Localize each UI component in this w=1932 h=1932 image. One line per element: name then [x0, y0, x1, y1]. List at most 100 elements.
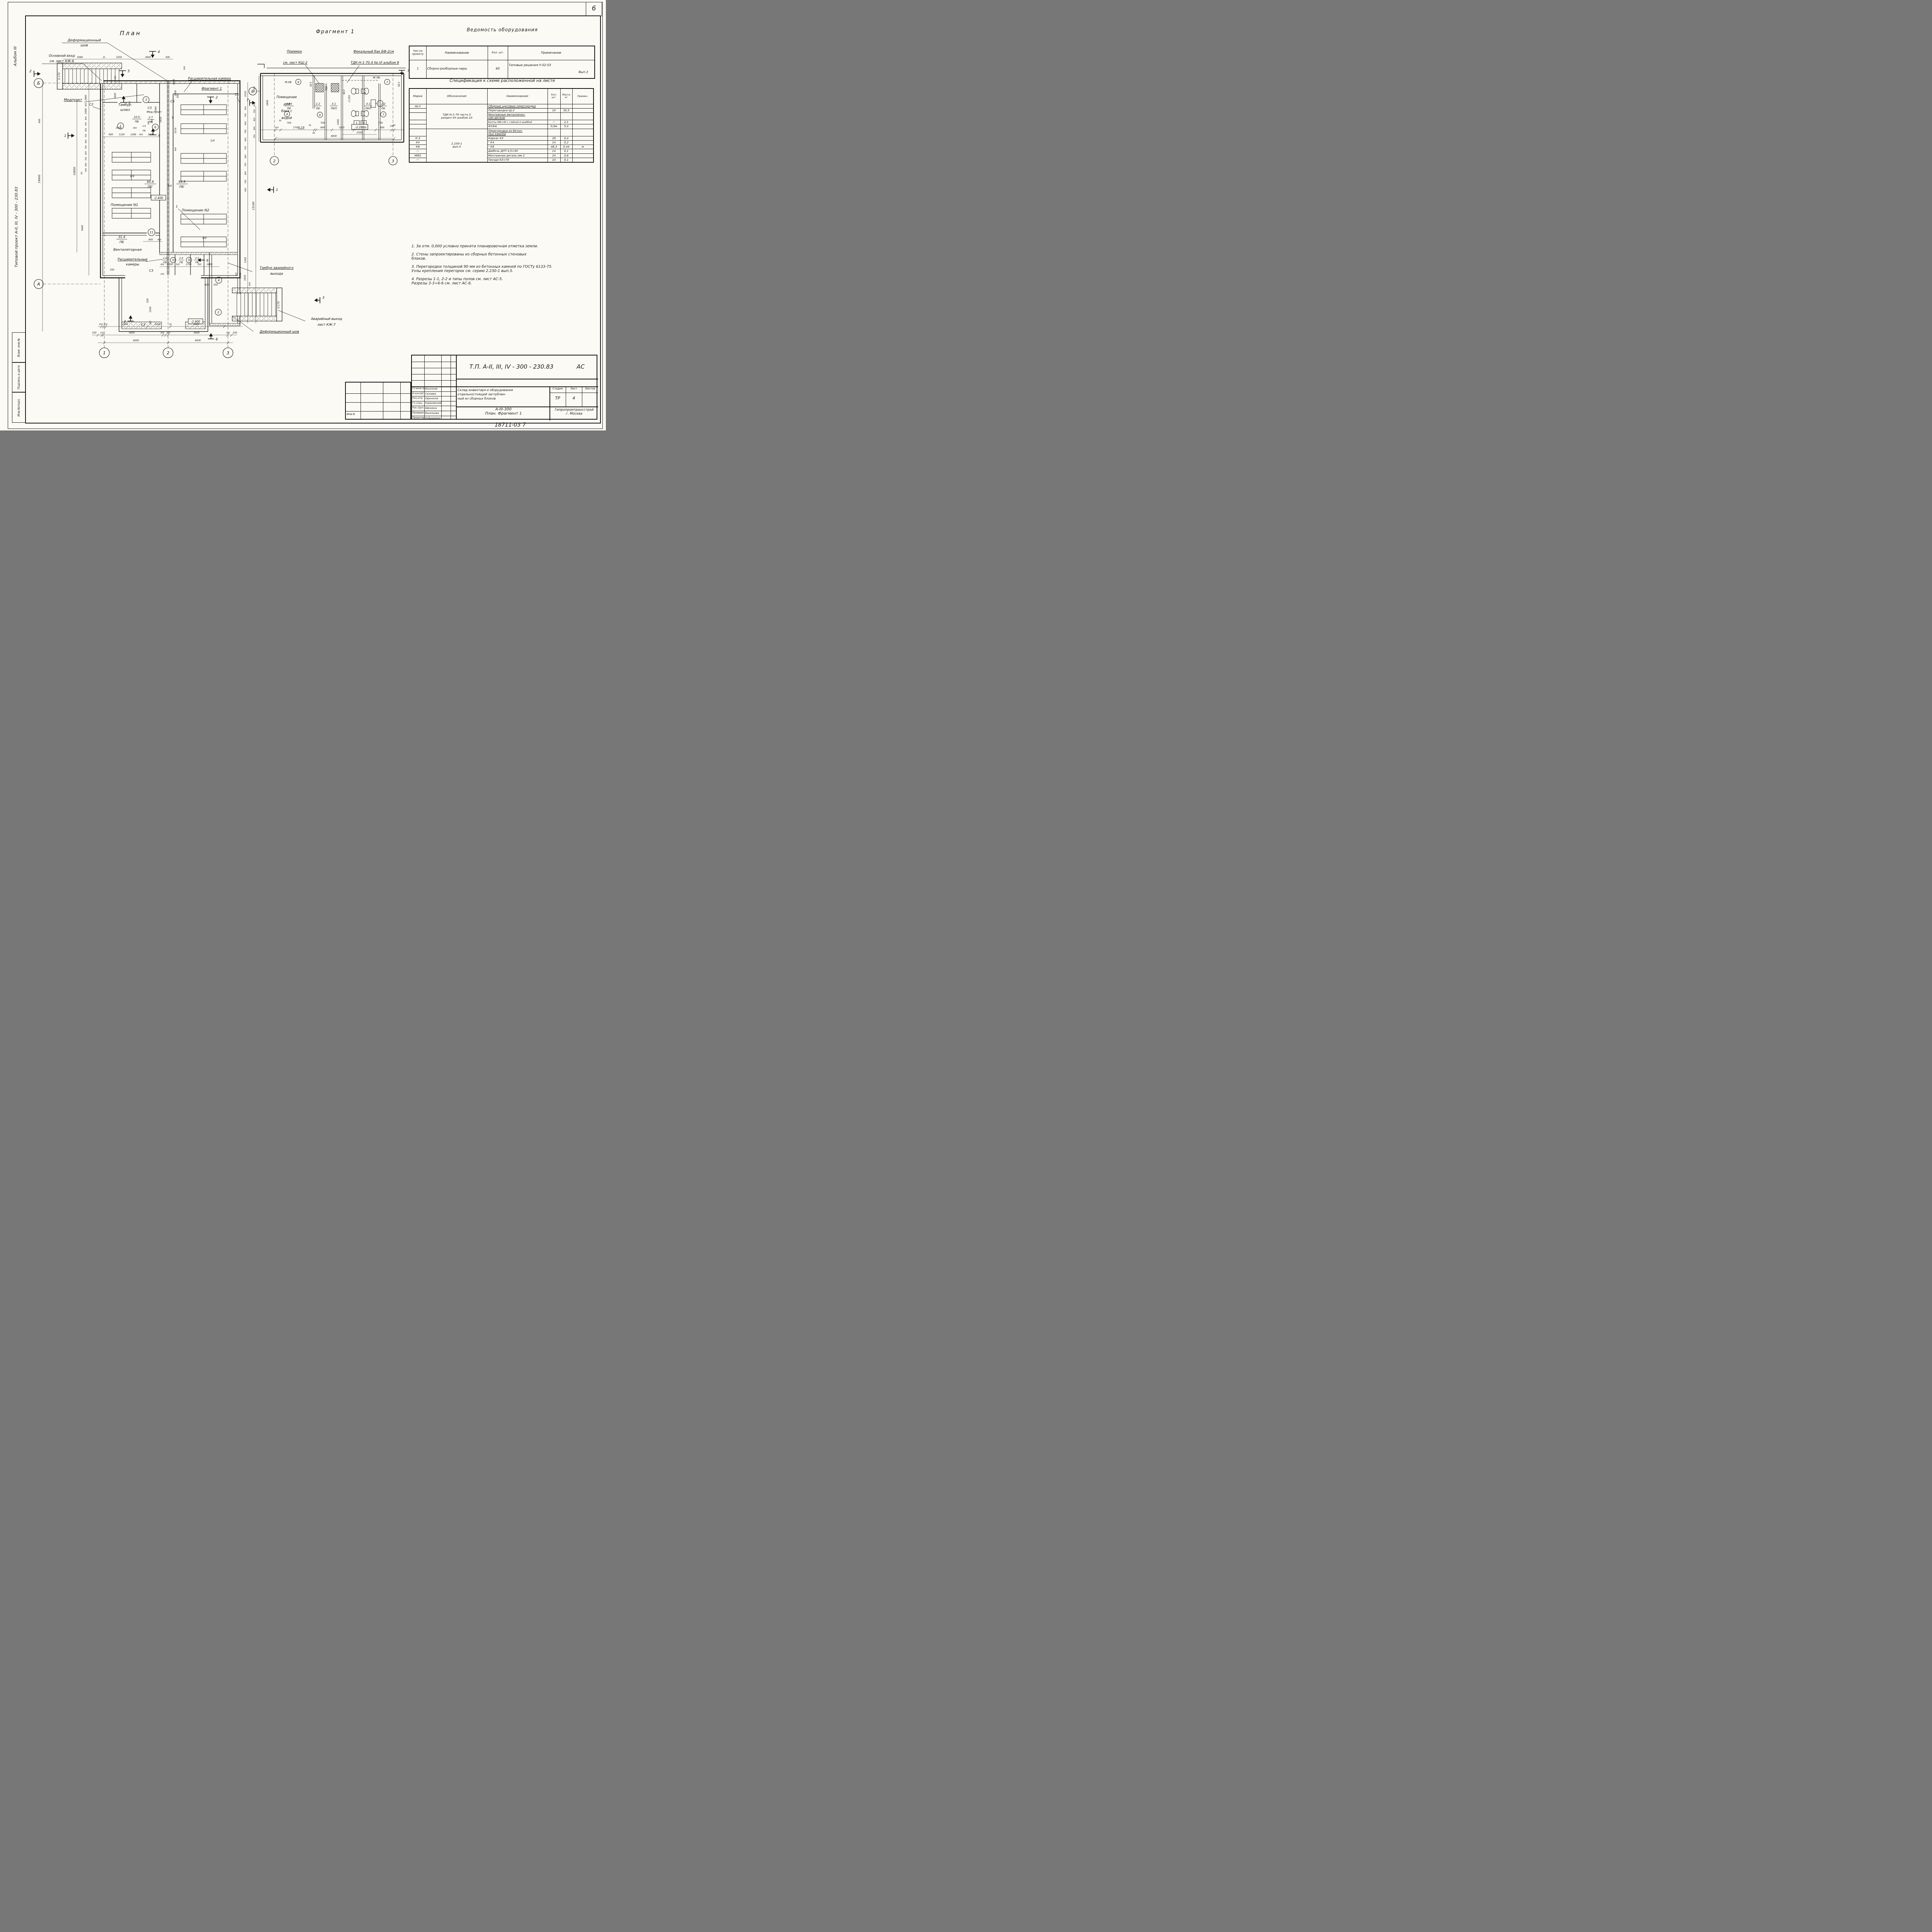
- svg-text:М.УБ: М.УБ: [285, 81, 292, 84]
- svg-text:3250: 3250: [116, 56, 122, 59]
- svg-text:500: 500: [146, 298, 149, 303]
- svg-text:5: 5: [172, 259, 174, 262]
- svg-text:1/4: 1/4: [210, 139, 214, 142]
- spec-cell: 30,5: [560, 108, 573, 113]
- spec-cell: Каркас К3: [487, 136, 548, 141]
- svg-text:3400: 3400: [116, 127, 121, 129]
- svg-text:700: 700: [378, 122, 383, 124]
- svg-text:Б: Б: [252, 90, 254, 94]
- rail-box-vzam-label: Взам. инв.№: [17, 338, 20, 357]
- spec-cell: 0,1: [560, 149, 573, 154]
- svg-text:350: 350: [92, 332, 97, 334]
- plan-axes: [34, 78, 233, 358]
- svg-text:Помещение: Помещение: [277, 95, 297, 99]
- svg-text:900: 900: [253, 117, 256, 121]
- svg-text:700: 700: [253, 109, 256, 113]
- svg-text:1560: 1560: [155, 106, 157, 112]
- svg-text:10850: 10850: [73, 167, 76, 175]
- svg-text:3: 3: [124, 320, 126, 324]
- svg-text:5600: 5600: [81, 225, 84, 231]
- svg-text:2.7: 2.7: [148, 116, 153, 119]
- svg-text:3: 3: [322, 296, 325, 300]
- svg-text:6000: 6000: [331, 135, 337, 138]
- svg-text:выхода: выхода: [270, 272, 283, 276]
- eq-note-line2: Вып.3: [578, 70, 588, 74]
- svg-text:150: 150: [100, 332, 104, 334]
- plan-elevation-marks: -2.400 -2.400: [151, 195, 203, 324]
- svg-text:700: 700: [245, 180, 247, 184]
- tb-name: Одиноков: [425, 397, 438, 400]
- svg-text:4.80: 4.80: [286, 102, 292, 105]
- plan-title: План: [120, 30, 141, 37]
- tb-role: Проверил: [412, 412, 425, 414]
- svg-text:950: 950: [148, 238, 153, 241]
- spec-cell: Дюбель ДГП 4,5×50: [487, 149, 548, 154]
- svg-text:см. лист КШ-2: см. лист КШ-2: [283, 61, 307, 65]
- svg-text:700: 700: [85, 122, 87, 126]
- svg-text:300: 300: [197, 264, 201, 266]
- svg-text:900: 900: [85, 139, 87, 143]
- svg-text:500: 500: [177, 94, 179, 98]
- svg-text:Щ-2: Щ-2: [310, 82, 312, 87]
- svg-text:50: 50: [309, 124, 311, 127]
- spec-cell: [572, 120, 594, 125]
- spec-cell: 0,1: [560, 157, 573, 163]
- spec-header: Примеч.: [572, 88, 594, 104]
- spec-cell: " К4: [487, 140, 548, 145]
- spec-cell: 28: [547, 136, 561, 141]
- spec-cell: 2,1: [560, 120, 573, 125]
- svg-text:2.2: 2.2: [316, 102, 320, 105]
- rail-box-inv: Инв.№подл.: [12, 392, 26, 423]
- svg-text:2210: 2210: [253, 86, 256, 92]
- svg-text:600: 600: [249, 282, 251, 286]
- plan-callouts: Деформационный шов Основной вход см. лис…: [42, 39, 342, 334]
- svg-text:7: 7: [386, 81, 388, 84]
- svg-text:50: 50: [279, 120, 281, 122]
- spec-cell: [547, 112, 561, 121]
- svg-text:700: 700: [85, 157, 87, 161]
- svg-text:10.0: 10.0: [134, 116, 140, 119]
- svg-text:Ж.УБ.: Ж.УБ.: [372, 76, 381, 79]
- tb-name: Кореневский: [425, 401, 441, 405]
- plan-dim-labels: 5060 20 3250 2900 400 200 200 3950 2200 …: [77, 56, 237, 342]
- equipment-table: Тип по проекту Наименование Кол. шт. При…: [409, 46, 595, 79]
- eq-cell: Сборно-разборные нары: [426, 60, 488, 79]
- spec-cell: Перегородка Щ-2: [487, 108, 548, 113]
- svg-text:1700: 1700: [293, 126, 299, 129]
- spec-cell: " К6: [487, 145, 548, 150]
- tb-sheets-label: Листов: [585, 387, 595, 390]
- spec-cell: К6: [409, 145, 427, 150]
- svg-text:1/4: 1/4: [202, 236, 206, 240]
- spec-table: Марка Обозначение Наименование Кол. шт. …: [409, 88, 594, 163]
- svg-text:2: 2: [218, 311, 219, 314]
- svg-text:800: 800: [204, 284, 209, 286]
- note-item: 4. Разрезы 1-1, 2-2 и типы полов см. лис…: [412, 277, 503, 286]
- svg-text:700: 700: [245, 146, 247, 150]
- svg-text:900: 900: [85, 116, 87, 120]
- svg-text:ПБ: ПБ: [163, 261, 167, 264]
- svg-text:800: 800: [320, 126, 325, 129]
- spec-cell: [572, 128, 594, 136]
- tb-name: Афонина: [425, 406, 437, 410]
- svg-text:900: 900: [245, 138, 247, 141]
- svg-text:1900: 1900: [173, 79, 175, 85]
- svg-text:2.6: 2.6: [163, 257, 167, 260]
- bunk-callout: 1: [176, 205, 178, 208]
- titleblock-left-grid: Инв.N: [345, 382, 411, 420]
- svg-text:700: 700: [85, 145, 87, 149]
- svg-text:15160: 15160: [252, 201, 255, 210]
- svg-text:ПБ: ПБ: [195, 261, 199, 264]
- fragment-fixtures: [351, 88, 384, 126]
- svg-text:400: 400: [157, 239, 161, 241]
- svg-text:31.4: 31.4: [118, 235, 125, 239]
- svg-text:350: 350: [233, 332, 237, 334]
- spec-cell: Гвозди К3×70: [487, 157, 548, 163]
- fragment-dim-labels: 250 1700 90 800 1105 1105 800 150 6000 1…: [253, 86, 395, 138]
- svg-text:Помещение N1: Помещение N1: [111, 203, 138, 207]
- tb-role: Гл.спец.: [412, 401, 423, 405]
- tb-name: Силаева: [425, 392, 436, 395]
- note-item: 1. За отм. 0,000 условно принята планиро…: [412, 244, 538, 248]
- svg-text:5600: 5600: [194, 332, 199, 334]
- spec-cell: [572, 149, 594, 154]
- svg-text:700: 700: [85, 134, 87, 138]
